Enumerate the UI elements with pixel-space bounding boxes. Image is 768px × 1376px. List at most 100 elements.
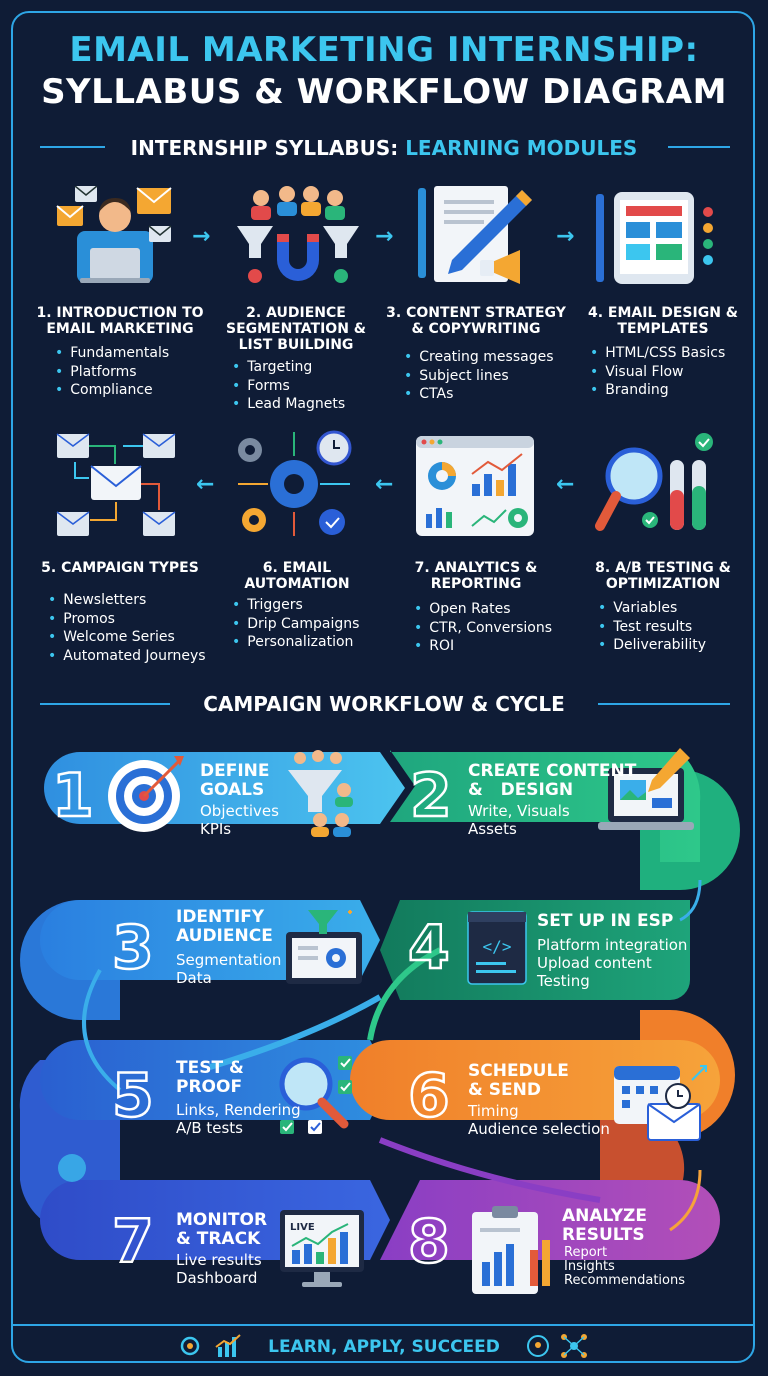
step-4-title: SET UP IN ESP	[537, 911, 674, 931]
list-item: Welcome Series	[48, 628, 206, 647]
target-icon	[108, 756, 184, 832]
list-item: Triggers	[232, 596, 359, 615]
list-item: Drip Campaigns	[232, 615, 359, 634]
module-7-title: 7. ANALYTICS & REPORTING	[414, 560, 538, 592]
magnifier-testtubes-icon	[595, 433, 713, 531]
module-8-title: 8. A/B TESTING & OPTIMIZATION	[595, 560, 731, 592]
list-item: Branding	[590, 381, 725, 400]
list-item: Test results	[598, 618, 706, 637]
list-item: CTAs	[404, 385, 553, 404]
list-item: Creating messages	[404, 348, 553, 367]
step-number: 5	[111, 1061, 155, 1131]
module-5-title: 5. CAMPAIGN TYPES	[41, 560, 199, 576]
step-1-sub-2: KPIs	[200, 820, 232, 838]
step-1-sub-1: Objectives	[200, 802, 279, 820]
module-8-list: Variables Test results Deliverability	[598, 599, 706, 655]
funnel-magnet-icon	[237, 186, 359, 283]
step-3-sub-2: Data	[176, 969, 212, 987]
step-2-title-1: CREATE CONTENT	[468, 761, 637, 781]
list-item: Lead Magnets	[232, 395, 345, 414]
footer-divider	[11, 1324, 755, 1326]
step-4-sub-1: Platform integration	[537, 936, 688, 954]
code-screen-icon: </>	[467, 911, 527, 985]
divider	[598, 703, 730, 705]
report-clipboard-icon	[472, 1206, 550, 1294]
funnel-people-icon	[288, 750, 353, 837]
list-item: Compliance	[55, 381, 169, 400]
step-2-sub-1: Write, Visuals	[468, 802, 570, 820]
list-item: CTR, Conversions	[414, 619, 552, 638]
step-6-sub-1: Timing	[468, 1102, 519, 1120]
syllabus-heading: INTERNSHIP SYLLABUS: LEARNING MODULES	[0, 136, 768, 160]
module-4-list: HTML/CSS Basics Visual Flow Branding	[590, 344, 725, 400]
step-number: 8	[407, 1207, 451, 1277]
list-item: Subject lines	[404, 367, 553, 386]
list-item: Targeting	[232, 358, 345, 377]
email-network-icon	[56, 433, 176, 536]
module-1-list: Fundamentals Platforms Compliance	[55, 344, 169, 400]
page-frame	[11, 11, 755, 1363]
module-3-list: Creating messages Subject lines CTAs	[404, 348, 553, 404]
step-6-sub-2: Audience selection	[468, 1120, 610, 1138]
arrow-left-icon: ←	[375, 472, 394, 497]
list-item: ROI	[414, 637, 552, 656]
divider	[40, 703, 170, 705]
list-item: Variables	[598, 599, 706, 618]
module-6-title: 6. EMAIL AUTOMATION	[244, 560, 350, 592]
step-number: 4	[407, 913, 451, 983]
step-5-sub-1: Links, Rendering	[176, 1101, 301, 1119]
dashboard-charts-icon	[416, 436, 534, 536]
svg-text:</>: </>	[483, 937, 512, 956]
step-1-title: DEFINE GOALS	[200, 761, 270, 800]
step-7-sub-1: Live results	[176, 1251, 262, 1269]
step-4-sub-2: Upload content	[537, 954, 652, 972]
syllabus-heading-b: LEARNING MODULES	[405, 136, 638, 160]
footer-tagline: LEARN, APPLY, SUCCEED	[268, 1337, 500, 1357]
arrow-right-icon: →	[556, 224, 575, 249]
list-item: Forms	[232, 377, 345, 396]
list-item: Fundamentals	[55, 344, 169, 363]
step-2-title-2: & DESIGN	[468, 780, 574, 800]
laptop-design-icon	[598, 748, 694, 830]
list-item: Deliverability	[598, 636, 706, 655]
step-7-sub-2: Dashboard	[176, 1269, 258, 1287]
list-item: Platforms	[55, 363, 169, 382]
live-label: LIVE	[290, 1222, 315, 1233]
arrow-left-icon: ←	[556, 472, 575, 497]
tablet-template-icon	[596, 192, 713, 284]
module-2-title: 2. AUDIENCE SEGMENTATION & LIST BUILDING	[225, 305, 367, 353]
list-item: Visual Flow	[590, 363, 725, 382]
step-3-sub-1: Segmentation	[176, 951, 282, 969]
list-item: Newsletters	[48, 591, 206, 610]
calendar-email-icon	[614, 1065, 707, 1141]
step-2-sub-2: Assets	[468, 820, 517, 838]
step-6-title: SCHEDULE & SEND	[468, 1061, 569, 1100]
module-6-list: Triggers Drip Campaigns Personalization	[232, 596, 359, 652]
step-number: 3	[111, 913, 155, 983]
step-4-sub-3: Testing	[537, 972, 590, 990]
syllabus-heading-a: INTERNSHIP SYLLABUS:	[130, 136, 406, 160]
footer-gear-chart-icon	[180, 1334, 241, 1357]
magnifier-checklist-icon	[279, 1056, 352, 1134]
list-item: Personalization	[232, 633, 359, 652]
module-1-title: 1. INTRODUCTION TO EMAIL MARKETING	[36, 305, 204, 337]
live-monitor-icon: LIVE	[280, 1210, 364, 1287]
module-5-list: Newsletters Promos Welcome Series Automa…	[48, 591, 206, 665]
list-item: HTML/CSS Basics	[590, 344, 725, 363]
arrow-right-icon: →	[192, 224, 211, 249]
step-7-title: MONITOR & TRACK	[176, 1210, 268, 1249]
step-number: 2	[409, 761, 453, 831]
workflow-path	[19, 750, 740, 1260]
list-item: Open Rates	[414, 600, 552, 619]
title-line-1: EMAIL MARKETING INTERNSHIP:	[69, 30, 699, 70]
step-8-sub-2: Insights	[564, 1259, 615, 1274]
gears-clock-icon	[238, 430, 352, 536]
arrow-left-icon: ←	[196, 472, 215, 497]
step-5-sub-2: A/B tests	[176, 1119, 243, 1137]
step-8-sub-1: Report	[564, 1245, 608, 1260]
module-4-title: 4. EMAIL DESIGN & TEMPLATES	[587, 305, 739, 337]
step-8-sub-3: Recommendations	[564, 1273, 686, 1288]
module-3-title: 3. CONTENT STRATEGY & COPYWRITING	[386, 305, 566, 337]
pen-document-megaphone-icon	[418, 186, 532, 284]
